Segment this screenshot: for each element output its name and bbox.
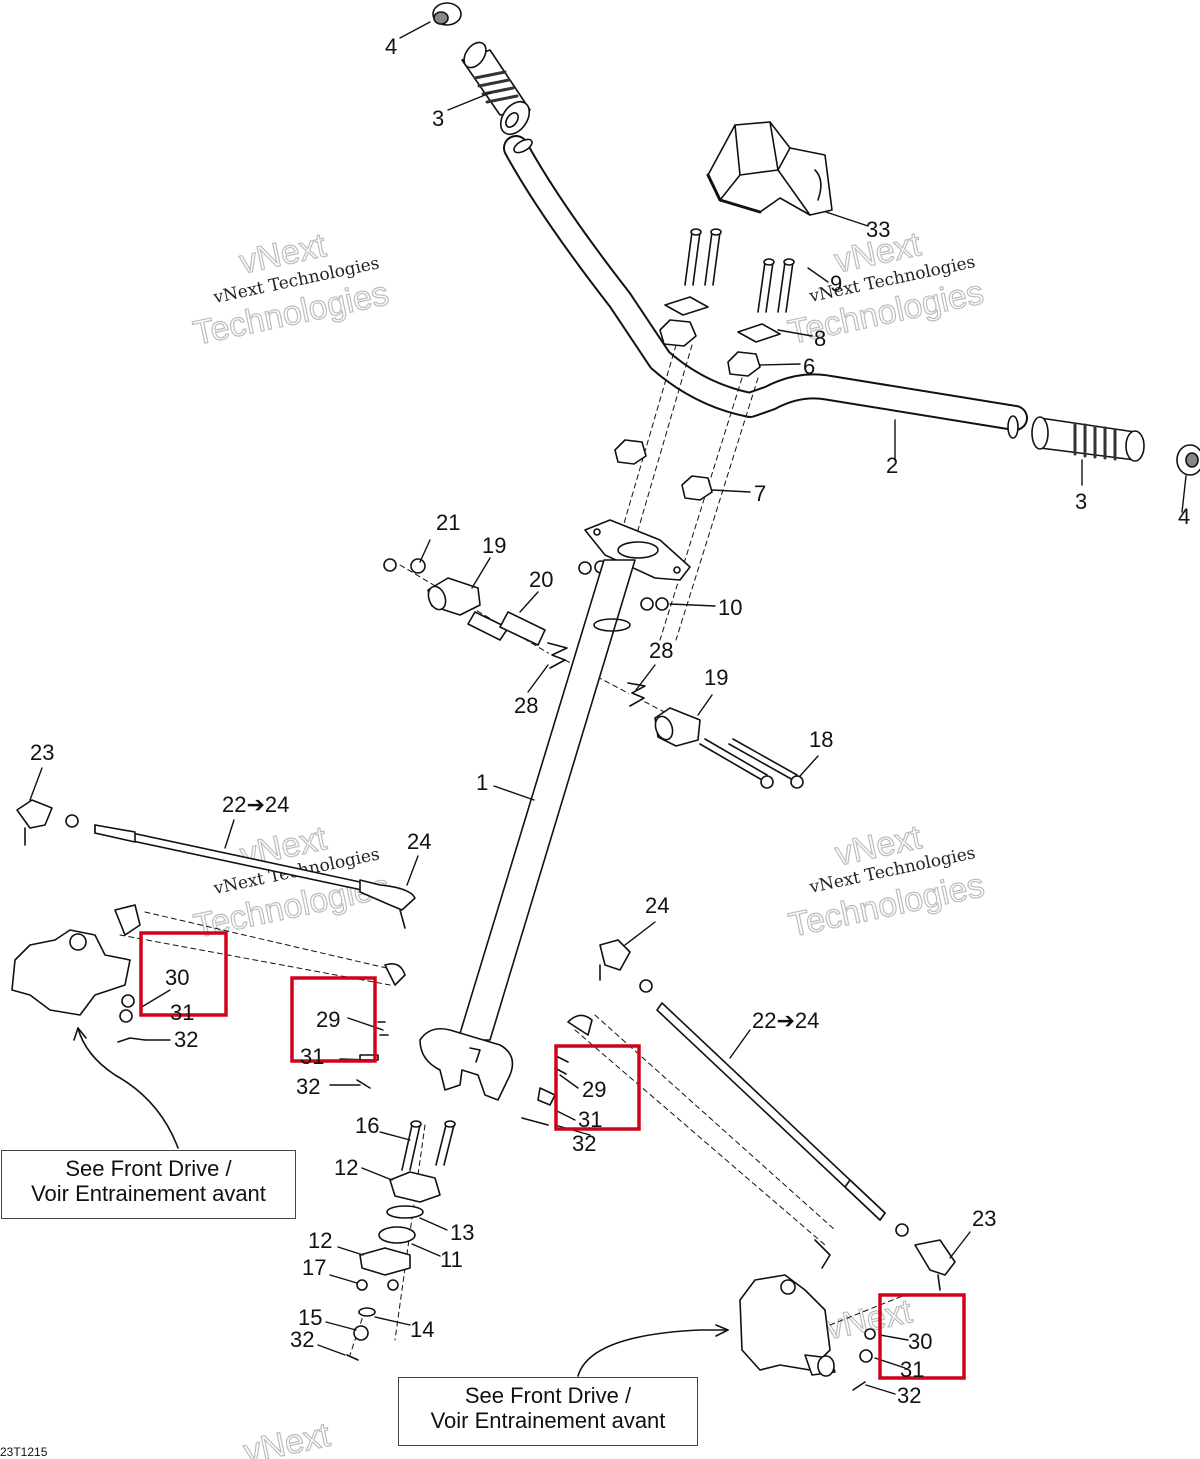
reference-line-2: Voir Entrainement avant (31, 1181, 266, 1206)
callout-label: 23 (972, 1206, 996, 1231)
callout-label: 9 (830, 271, 842, 296)
callout-label: 22➔24 (752, 1008, 819, 1033)
highlight-box (878, 1293, 966, 1380)
callout-label: 12 (308, 1228, 332, 1253)
callout-label: 17 (302, 1255, 326, 1280)
callout-label: 28 (514, 693, 538, 718)
lower-column-stack (346, 1120, 456, 1361)
callout-numbers: 4 3 33 9 8 6 2 7 3 4 21 19 20 10 28 19 2… (30, 34, 1190, 1408)
tie-rod-right (521, 939, 956, 1291)
upper-bushing-group (383, 558, 568, 669)
lower-bushing-group (627, 682, 701, 747)
callout-label: 31 (170, 1000, 194, 1025)
callout-label: 31 (578, 1107, 602, 1132)
callout-label: 32 (174, 1027, 198, 1052)
bar-end-cap-right (1176, 444, 1200, 476)
tie-rod-left (16, 799, 416, 929)
callout-label: 31 (300, 1044, 324, 1069)
callout-label: 3 (432, 106, 444, 131)
handlebar-pad (706, 121, 833, 216)
callout-label: 33 (866, 217, 890, 242)
callout-label: 2 (886, 453, 898, 478)
clamp-bolts (684, 228, 795, 313)
callout-label: 32 (572, 1131, 596, 1156)
steering-column (457, 559, 636, 1041)
callout-label: 1 (476, 770, 488, 795)
callout-label: 29 (582, 1077, 606, 1102)
callout-label: 28 (649, 638, 673, 663)
callout-label: 4 (1178, 504, 1190, 529)
callout-label: 12 (334, 1155, 358, 1180)
drawing-code: 23T1215 (0, 1445, 48, 1459)
callout-label: 15 (298, 1305, 322, 1330)
callout-label: 32 (290, 1327, 314, 1352)
clamp-plates (664, 296, 781, 343)
upper-clamps (659, 319, 761, 377)
pitman-arm (419, 1027, 514, 1101)
callout-label: 18 (809, 727, 833, 752)
callout-label: 32 (897, 1383, 921, 1408)
callout-label: 11 (440, 1247, 463, 1272)
callout-label: 16 (355, 1113, 379, 1138)
watermark-mid-left: vNext vNext Technologies Technologies (190, 819, 393, 947)
front-drive-reference-left: See Front Drive / Voir Entrainement avan… (1, 1150, 296, 1219)
reference-line-1: See Front Drive / (65, 1156, 232, 1181)
hand-grip-top (461, 41, 531, 136)
handlebar (503, 135, 1028, 439)
callout-label: 8 (814, 326, 826, 351)
callout-label: 23 (30, 740, 54, 765)
watermark-mid-right: vNext vNext Technologies Technologies (785, 818, 988, 946)
bar-end-cap-top (432, 2, 462, 26)
watermark-top-left: vNext vNext Technologies Technologies (189, 226, 392, 354)
watermark-text: vNext (240, 1416, 333, 1459)
hand-grip-right (1031, 416, 1145, 462)
callout-label: 24 (645, 893, 669, 918)
column-flange (584, 519, 691, 581)
callout-label: 24 (407, 829, 431, 854)
callout-label: 20 (529, 567, 553, 592)
callout-label: 21 (436, 510, 460, 535)
steering-knuckle-left (11, 904, 406, 1089)
reference-line-1: See Front Drive / (464, 1383, 632, 1408)
callout-label: 29 (316, 1007, 340, 1032)
front-drive-reference-right: See Front Drive / Voir Entrainement avan… (398, 1377, 698, 1446)
callout-label: 13 (450, 1220, 474, 1245)
callout-label: 3 (1075, 489, 1087, 514)
callout-label: 14 (410, 1317, 434, 1342)
reference-arrows (73, 1027, 729, 1377)
callout-label: 6 (803, 354, 815, 379)
highlight-box (554, 1044, 641, 1131)
callout-label: 10 (718, 595, 742, 620)
steering-knuckle-right (739, 1239, 876, 1391)
callout-label: 7 (754, 481, 766, 506)
highlight-boxes (139, 931, 966, 1380)
callout-label: 32 (296, 1074, 320, 1099)
highlight-box (290, 976, 377, 1063)
callout-label: 4 (385, 34, 397, 59)
reference-line-2: Voir Entrainement avant (430, 1408, 666, 1433)
callout-label: 30 (165, 965, 189, 990)
lower-clamps (614, 439, 713, 501)
callout-label: 19 (482, 533, 506, 558)
highlight-box (139, 931, 228, 1017)
lower-bolts (699, 738, 804, 789)
callout-label: 30 (908, 1329, 932, 1354)
callout-label: 22➔24 (222, 792, 289, 817)
callout-label: 31 (900, 1357, 924, 1382)
callout-label: 19 (704, 665, 728, 690)
